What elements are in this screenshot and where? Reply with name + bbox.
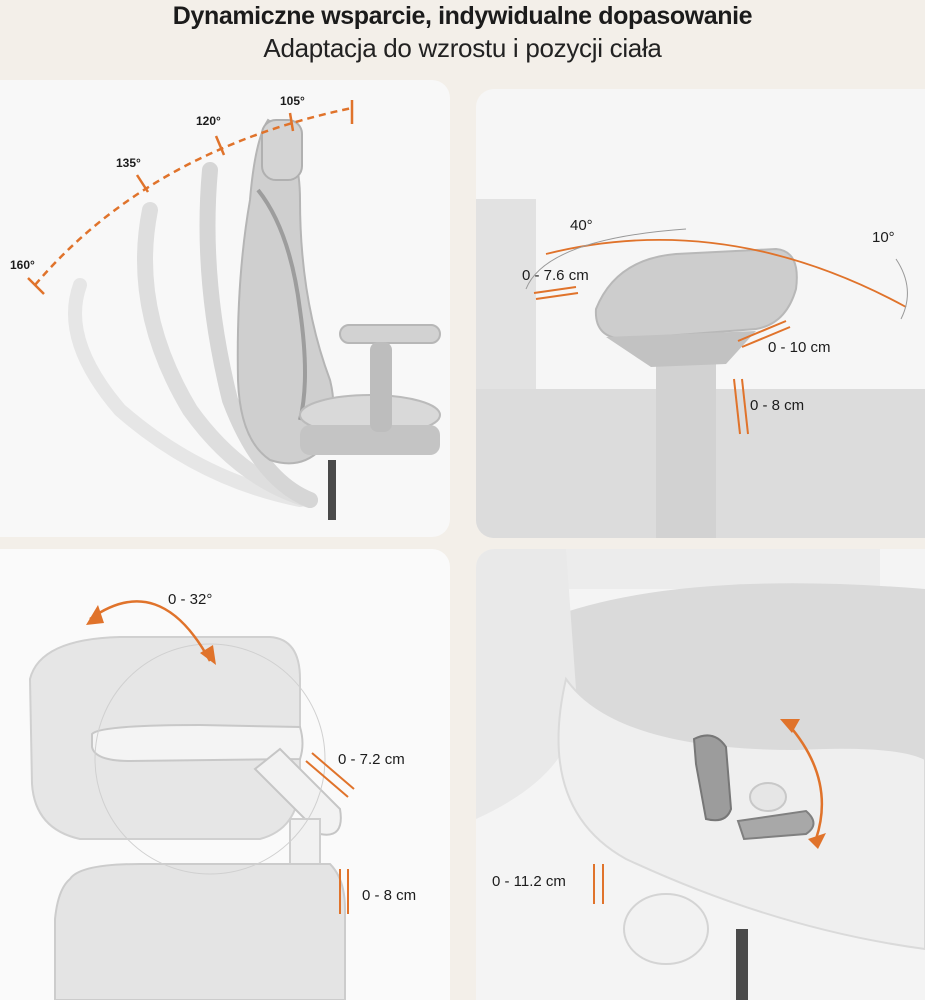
recline-illustration — [27, 100, 441, 520]
height-label: 0 - 8 cm — [750, 397, 805, 414]
ghost-backrest-160 — [68, 278, 307, 507]
height-lever — [736, 809, 815, 841]
slide-label: 0 - 7.6 cm — [522, 267, 589, 284]
seat-height-arrows — [593, 864, 604, 904]
recline-panel: 160° 135° 120° 105° — [0, 80, 450, 537]
angle-label-105: 105° — [280, 94, 305, 108]
headrest-depth-arrows — [305, 752, 355, 798]
headrest-height-arrows — [339, 869, 349, 914]
rotation-left-label: 40° — [570, 217, 593, 234]
ghost-backrest-135 — [137, 202, 318, 508]
seat-panel: 0 - 11.2 cm — [476, 549, 925, 1000]
armrest — [339, 324, 441, 344]
chair-backrest — [236, 118, 335, 465]
header: Dynamiczne wsparcie, indywidualne dopaso… — [0, 0, 925, 80]
tilt-label: 0 - 32° — [168, 591, 213, 608]
gas-lift — [736, 929, 748, 1000]
armrest-panel: 40° 10° 0 - 7.6 cm 0 - 10 cm 0 - 8 cm — [476, 89, 925, 538]
armrest-illustration — [476, 199, 925, 538]
depth-arrows — [737, 320, 791, 348]
tilt-arc — [89, 600, 212, 662]
seat-height-label: 0 - 11.2 cm — [492, 873, 566, 890]
headrest-depth-label: 0 - 7.2 cm — [338, 751, 405, 768]
tension-lever — [692, 734, 733, 822]
angle-label-120: 120° — [196, 114, 221, 128]
height-arrows — [733, 378, 749, 435]
chair-frame — [476, 549, 577, 819]
headrest — [261, 119, 303, 181]
headrest-height-label: 0 - 8 cm — [362, 887, 417, 904]
adjustment-knob — [623, 893, 709, 965]
ghost-backrest-120 — [199, 162, 318, 508]
headrest-panel: 0 - 32° 0 - 7.2 cm 0 - 8 cm — [0, 549, 450, 1000]
depth-label: 0 - 10 cm — [768, 339, 831, 356]
angle-label-160: 160° — [10, 258, 35, 272]
seat-illustration — [476, 549, 925, 1000]
armrest-rotation-arc — [545, 238, 907, 308]
seat-tilt-arc — [787, 723, 824, 840]
slide-arrows — [533, 286, 579, 300]
angle-label-135: 135° — [116, 156, 141, 170]
seat-shell — [557, 676, 925, 951]
backrest-top — [54, 863, 346, 1000]
recline-arc — [34, 106, 353, 286]
armrest-pad — [594, 247, 798, 341]
page-subtitle: Adaptacja do wzrostu i pozycji ciała — [263, 33, 662, 63]
rotation-right-label: 10° — [872, 229, 895, 246]
headrest-illustration — [28, 600, 355, 1000]
chair-seat — [299, 324, 441, 520]
headrest-bracket — [91, 723, 304, 763]
page-title: Dynamiczne wsparcie, indywidualne dopaso… — [172, 2, 753, 30]
armrest-post — [656, 359, 716, 538]
